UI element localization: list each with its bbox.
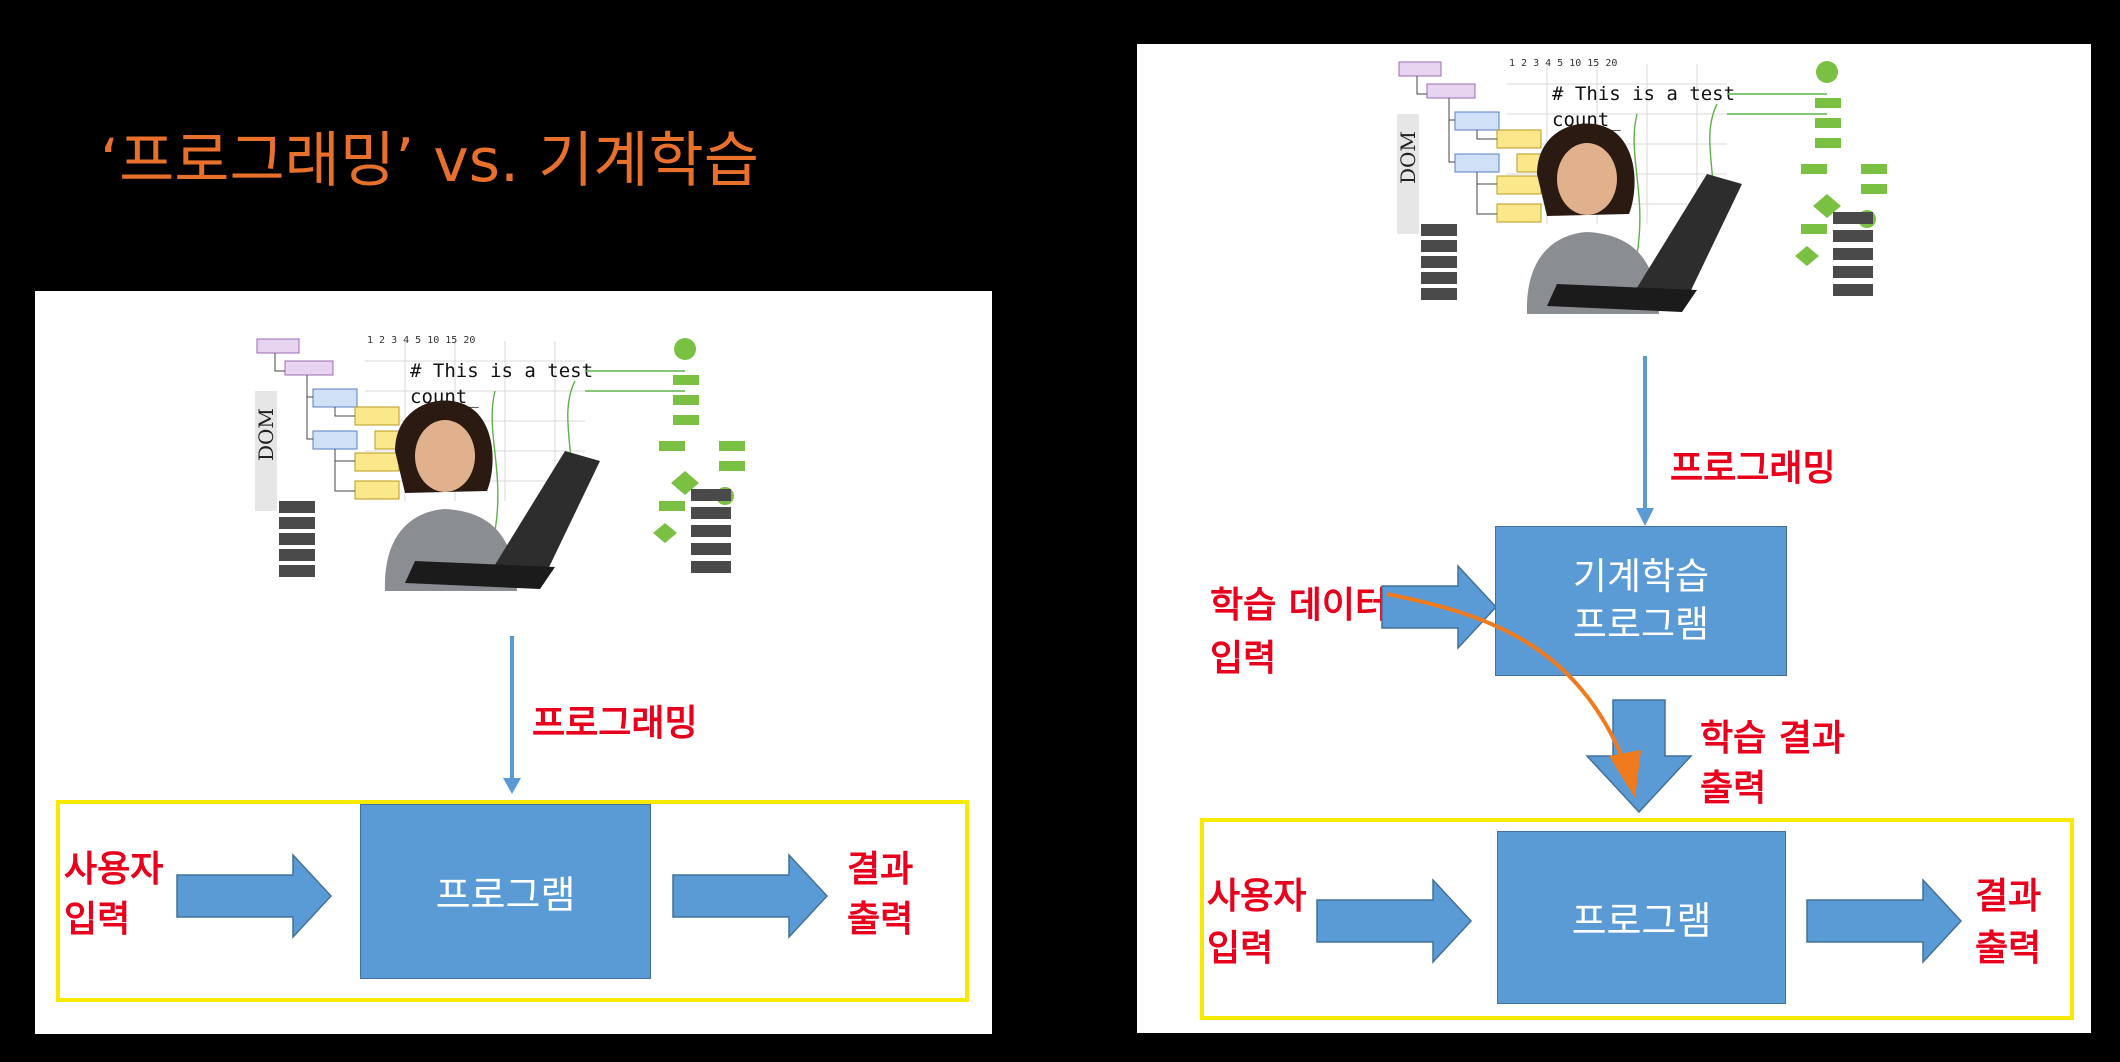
code-line-1: # This is a test: [1552, 83, 1735, 105]
code-line-1: # This is a test: [410, 360, 593, 382]
output-arrow: [1806, 878, 1963, 964]
ruler-text: 1 2 3 4 5 10 15 20: [1509, 58, 1617, 69]
user-input-label-line2: 입력: [64, 899, 131, 940]
input-arrow: [176, 853, 333, 939]
result-output-label-line1: 결과: [847, 849, 914, 890]
user-input-label-line1: 사용자: [64, 849, 164, 890]
training-result-label-line2: 출력: [1700, 768, 1767, 809]
ml-box-label-line2: 프로그램: [1572, 603, 1710, 646]
dom-label: DOM: [1397, 131, 1420, 184]
result-output-label-line2: 출력: [847, 899, 914, 940]
down-arrow: [1636, 356, 1654, 526]
program-box: 프로그램: [360, 804, 651, 979]
runtime-frame: [56, 800, 969, 1002]
user-input-label-line2: 입력: [1207, 928, 1274, 969]
code-line-2: count_: [410, 386, 479, 408]
panel-machine-learning: DOM 1 2 3 4 5 10 15 20 # This is a test …: [1137, 44, 2091, 1033]
code-line-2: count_: [1552, 109, 1621, 131]
output-arrow: [672, 853, 829, 939]
data-flow-curve: [1386, 592, 1641, 798]
training-result-label-line1: 학습 결과: [1700, 718, 1846, 759]
dom-label: DOM: [255, 408, 278, 461]
programming-label: 프로그래밍: [532, 703, 698, 744]
training-data-label-line1: 학습 데이터: [1210, 585, 1389, 626]
programming-illustration: DOM 1 2 3 4 5 10 15 20 # This is a test …: [1397, 58, 1887, 314]
training-data-label-line2: 입력: [1210, 638, 1277, 679]
programming-illustration: DOM 1 2 3 4 5 10 15 20 # This is a test …: [255, 335, 745, 591]
input-arrow: [1316, 878, 1473, 964]
program-box-label: 프로그램: [1571, 899, 1712, 943]
down-arrow: [503, 636, 521, 794]
user-input-label-line1: 사용자: [1207, 876, 1307, 917]
programming-label: 프로그래밍: [1670, 448, 1836, 489]
result-output-label-line2: 출력: [1975, 928, 2042, 969]
runtime-frame: [1200, 818, 2074, 1020]
page-title: ‘프로그래밍’ vs. 기계학습: [100, 126, 759, 196]
program-box-label: 프로그램: [435, 873, 576, 917]
program-box: 프로그램: [1497, 831, 1786, 1004]
ml-box-label-line1: 기계학습: [1572, 555, 1710, 598]
result-output-label-line1: 결과: [1975, 876, 2042, 917]
ruler-text: 1 2 3 4 5 10 15 20: [367, 335, 475, 346]
panel-programming: DOM 1 2 3 4 5 10 15 20 # This is a test …: [35, 291, 992, 1034]
ml-program-box: 기계학습 프로그램: [1495, 526, 1787, 676]
